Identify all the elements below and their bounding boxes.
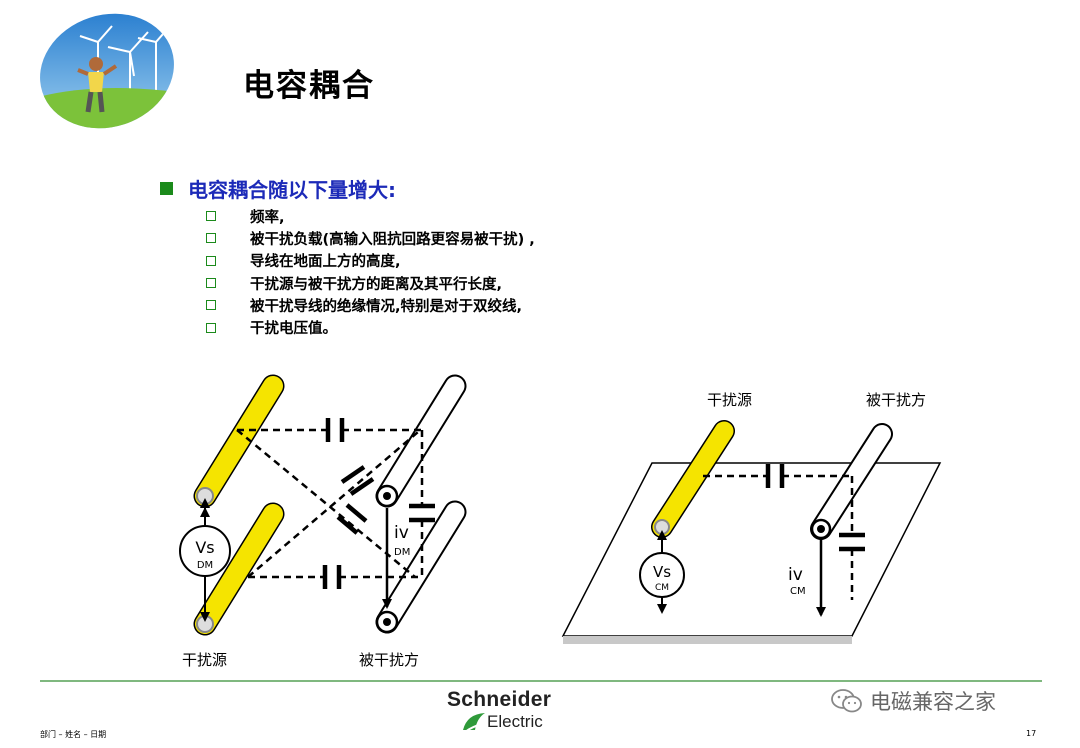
ground-plane-edge (563, 636, 852, 644)
dm-victim-label: 被干扰方 (359, 651, 419, 669)
brand-line2: Electric (487, 712, 543, 731)
cm-voltage-sub: CM (655, 583, 669, 593)
bullet-box-icon (206, 233, 216, 244)
cm-voltage-label: Vs (653, 563, 671, 581)
slide-title: 电容耦合 (243, 68, 375, 104)
bullet-square-icon (160, 182, 173, 195)
list-item: 被干扰导线的绝缘情况,特别是对于双绞线, (206, 294, 535, 316)
brand-mark-icon (463, 713, 485, 733)
capacitor-icon (322, 418, 435, 589)
dm-voltage-label: Vs (195, 538, 214, 557)
watermark-text: 电磁兼容之家 (870, 690, 996, 714)
cm-source-label: 干扰源 (707, 391, 752, 409)
diagram-common-mode: Vs CM iv CM 干扰源 被干扰方 (561, 391, 942, 644)
bullet-box-icon (206, 255, 216, 266)
victim-wire-bottom (375, 500, 467, 634)
dm-voltage-sub: DM (197, 560, 213, 571)
cm-current-sub: CM (790, 586, 806, 597)
bullet-box-icon (206, 278, 216, 289)
footer-divider (40, 680, 1042, 682)
main-bullet: 电容耦合随以下量增大: (160, 174, 396, 203)
list-item: 频率, (206, 205, 535, 227)
bullet-box-icon (206, 300, 216, 311)
voltage-source-icon (179, 525, 231, 577)
dm-source-label: 干扰源 (182, 651, 227, 669)
brand-logo: Schneider Electric (447, 688, 551, 734)
footer-info: 部门 – 姓名 – 日期 (40, 730, 107, 739)
dm-current-sub: DM (394, 547, 410, 558)
victim-wire-top (375, 374, 467, 508)
dm-current-label: iv (394, 523, 409, 543)
sub-bullet-list: 频率, 被干扰负载(高输入阻抗回路更容易被干扰) , 导线在地面上方的高度, 干… (206, 205, 535, 339)
list-item: 被干扰负载(高输入阻抗回路更容易被干扰) , (206, 227, 535, 249)
brand-line1: Schneider (447, 688, 552, 711)
cm-current-label: iv (788, 565, 803, 585)
logo-photo (38, 12, 176, 130)
list-item: 导线在地面上方的高度, (206, 250, 535, 272)
list-item: 干扰电压值。 (206, 316, 535, 338)
capacitor-icon (765, 464, 865, 552)
watermark: 电磁兼容之家 (830, 686, 996, 716)
ground-plane (561, 462, 942, 637)
diagram-differential-mode: Vs DM iv DM 干扰源 被干扰方 (179, 374, 467, 669)
source-wire-top (193, 374, 285, 508)
wechat-icon (831, 689, 862, 713)
cm-victim-label: 被干扰方 (866, 391, 926, 409)
list-item: 干扰源与被干扰方的距离及其平行长度, (206, 272, 535, 294)
main-bullet-text: 电容耦合随以下量增大: (188, 178, 396, 202)
page-number: 17 (1026, 729, 1037, 738)
bullet-box-icon (206, 322, 216, 333)
voltage-source-icon (639, 552, 685, 598)
bullet-box-icon (206, 211, 216, 222)
